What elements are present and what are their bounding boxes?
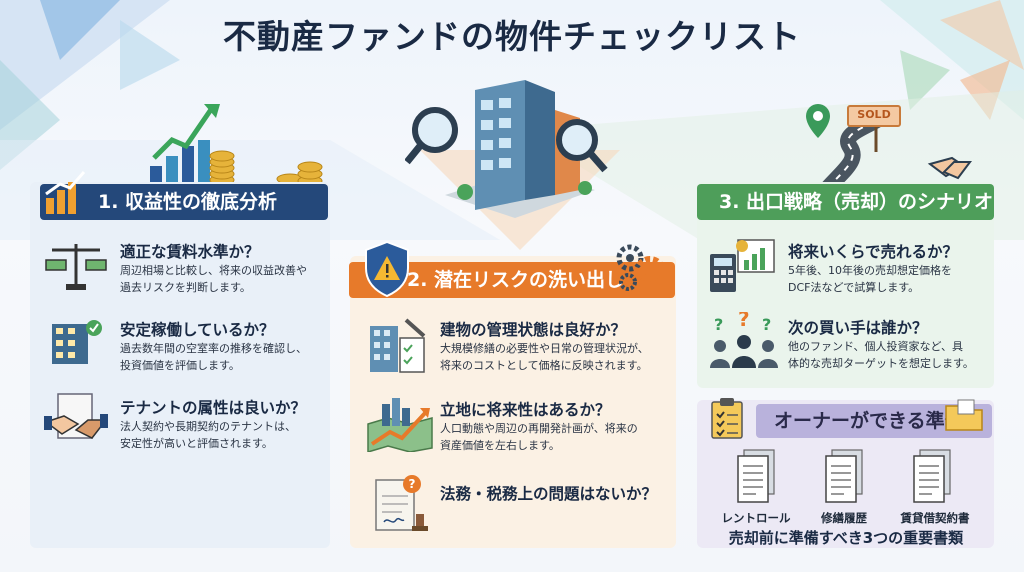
s2-item1-desc: 大規模修繕の必要性や日常の管理状況が、将来のコストとして価格に反映されます。 [440,342,649,372]
s2-item2-title: 立地に将来性はあるか？ [440,401,611,419]
doc-label-rent-roll: レントロール [721,511,791,525]
s2-item3-title: 法務・税務上の問題はないか？ [440,485,658,503]
building-maintenance-icon [370,318,426,373]
repair-history-document-icon [825,449,863,503]
building-inspection-icon [405,80,608,218]
s1-item2-desc: 過去数年間の空室率の推移を確認し、投資価値を評価します。 [120,342,307,372]
svg-text:?: ? [714,315,723,334]
shield-warning-icon [365,240,409,298]
legal-document-icon: ? [375,475,428,531]
section-4-header: オーナーができる準備 [756,404,992,438]
section-4-caption: 売却前に準備すべき3つの重要書類 [728,529,964,547]
lease-agreement-document-icon [913,449,951,503]
gears-icon [616,244,666,291]
s1-item3-desc: 法人契約や長期契約のテナントは、安定性が高いと評価されます。 [120,420,296,450]
s3-item2-title: 次の買い手は誰か？ [788,319,928,337]
exit-road-icon [806,104,972,197]
clipboard-icon [711,398,743,439]
svg-text:?: ? [762,315,771,334]
sold-sign: SOLD [857,108,891,121]
calculator-chart-icon [710,239,775,292]
section-1-header: 1. 収益性の徹底分析 [40,184,328,220]
scale-icon [45,244,107,290]
s2-item1-title: 建物の管理状態は良好か？ [440,321,627,339]
s3-item1-title: 将来いくらで売れるか？ [788,243,959,261]
office-building-icon [52,320,102,364]
buyers-icon: ? ? ? [710,312,778,368]
folder-icon [945,399,983,431]
s1-item1-title: 適正な賃料水準か？ [120,243,260,261]
bar-chart-icon [45,171,86,214]
s1-item1-desc: 周辺相場と比較し、将来の収益改善や過去リスクを判断します。 [120,264,307,294]
s1-item3-title: テナントの属性は良いか？ [120,399,307,417]
section-3-header: 3. 出口戦略（売却）のシナリオ [697,184,994,220]
doc-label-repair-history: 修繕履歴 [821,511,867,525]
s2-item2-desc: 人口動態や周辺の再開発計画が、将来の資産価値を左右します。 [440,422,638,452]
svg-text:?: ? [738,312,750,331]
s1-item2-title: 安定稼働しているか？ [120,321,275,339]
s3-item2-desc: 他のファンド、個人投資家など、具体的な売却ターゲットを想定します。 [788,340,974,370]
svg-text:?: ? [409,477,416,491]
location-map-icon [367,398,433,452]
section-1-panel [30,182,330,548]
page-title: 不動産ファンドの物件チェックリスト [223,17,801,56]
rent-roll-document-icon [737,449,775,503]
doc-label-lease-agreement: 賃貸借契約書 [900,511,970,525]
handshake-contract-icon [44,393,108,439]
